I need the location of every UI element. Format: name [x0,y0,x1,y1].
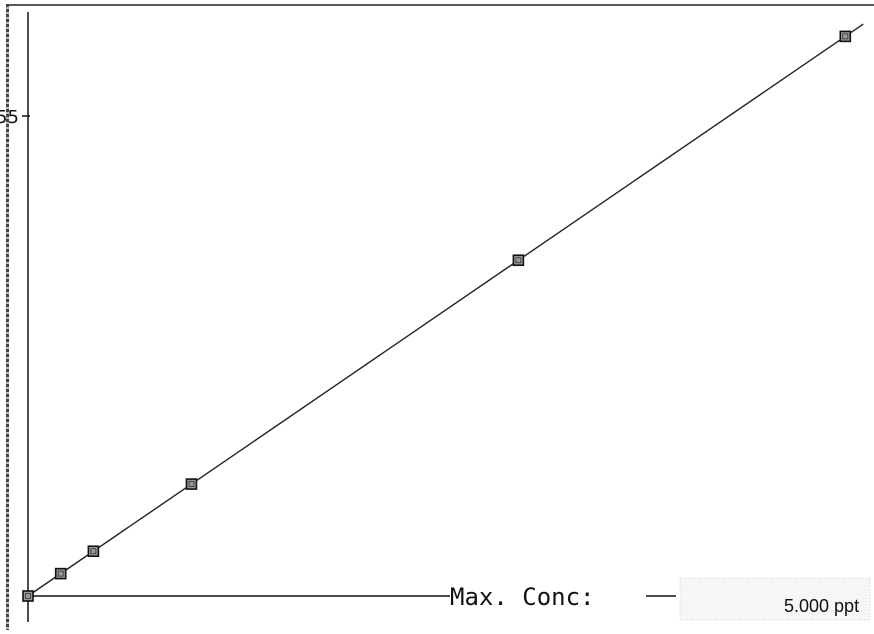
data-point [87,545,100,558]
data-point [839,30,852,43]
max-conc-value-box [679,577,871,621]
y-tick-label: 55 [0,107,19,128]
data-point [22,590,34,602]
data-point [512,254,525,267]
plot-border-left [6,4,9,630]
data-point [185,478,198,490]
calibration-fit-line [27,23,864,597]
data-markers [22,30,852,602]
plot-border-top [8,4,874,6]
data-point [54,567,67,580]
max-conc-label: Max. Conc: [450,583,595,611]
max-conc-value: 5.000 ppt [784,596,859,616]
